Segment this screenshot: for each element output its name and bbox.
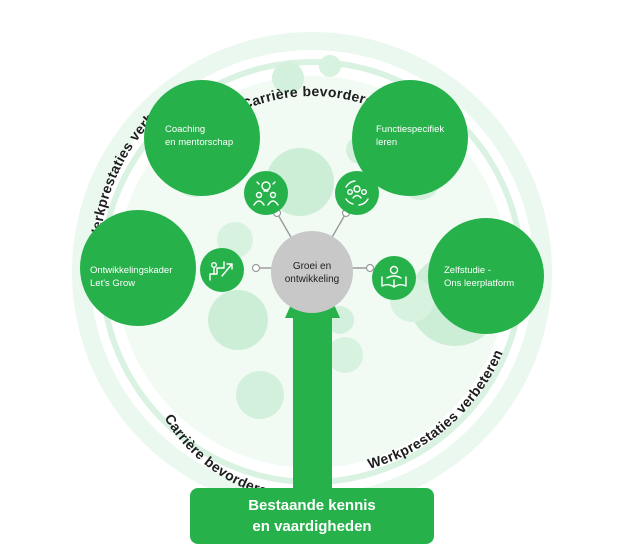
node-kader: Ontwikkelingskader Let's Grow <box>80 210 244 326</box>
trunk <box>293 300 332 500</box>
node-coaching: Coaching en mentorschap <box>144 80 288 215</box>
node-kader-line-2: Let's Grow <box>90 278 135 289</box>
node-functie: Functiespecifiek leren <box>335 80 468 215</box>
base-line-2: en vaardigheden <box>252 518 371 535</box>
node-zelfstudie-line-2: Ons leerplatform <box>444 278 514 289</box>
person-reading-icon <box>381 265 407 288</box>
node-zelfstudie-line-1: Zelfstudie - <box>444 265 491 276</box>
growth-stairs-icon <box>209 261 233 281</box>
base-line-1: Bestaande kennis <box>248 497 376 514</box>
people-lightbulb-icon <box>253 181 279 206</box>
connector-dots <box>251 208 375 273</box>
center-line-2: ontwikkeling <box>285 274 339 285</box>
node-coaching-line-1: Coaching <box>165 124 205 135</box>
node-functie-line-1: Functiespecifiek <box>376 124 444 135</box>
node-kader-line-1: Ontwikkelingskader <box>90 265 172 276</box>
center-line-1: Groei en <box>293 261 331 272</box>
base-block <box>190 488 434 544</box>
group-cycle-icon <box>345 180 369 206</box>
node-coaching-line-2: en mentorschap <box>165 137 233 148</box>
center-node <box>271 231 353 313</box>
node-zelfstudie: Zelfstudie - Ons leerplatform <box>372 218 544 334</box>
node-functie-line-2: leren <box>376 137 397 148</box>
